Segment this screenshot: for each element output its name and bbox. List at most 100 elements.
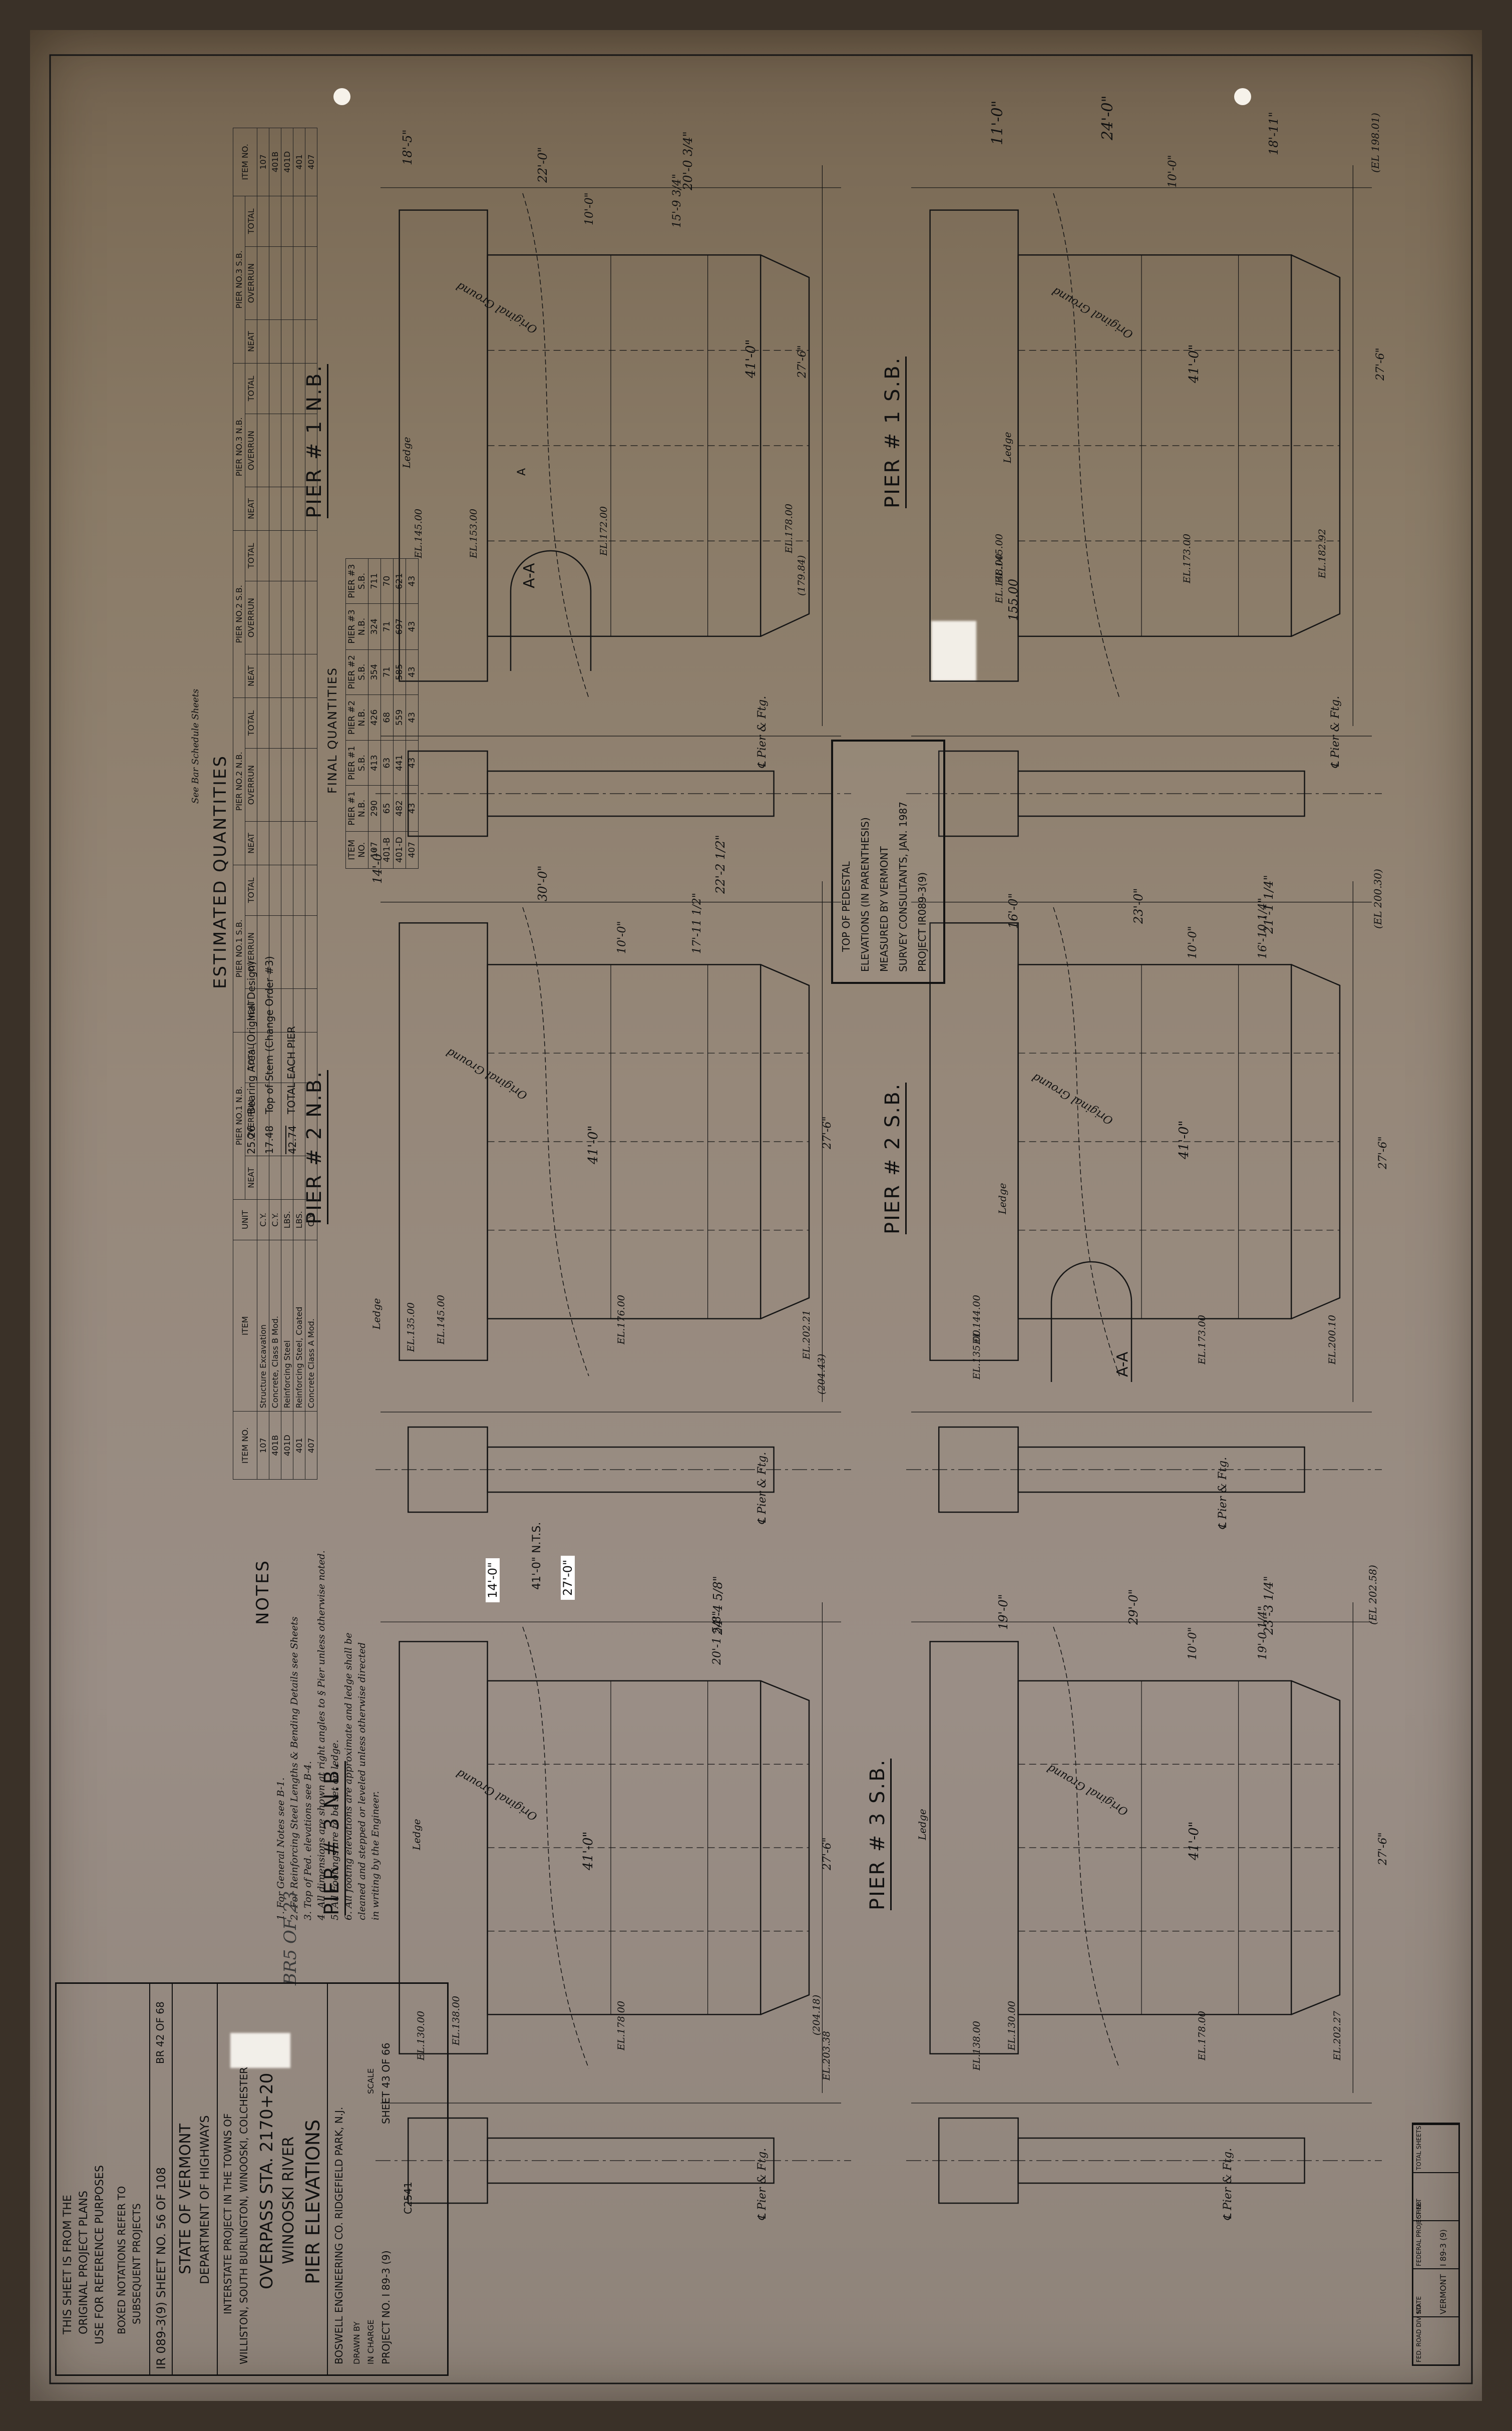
item-number: 107 — [257, 128, 269, 196]
elevation-label: EL.182.92 — [1317, 528, 1328, 578]
original-ground-label: Original Ground — [444, 1045, 530, 1102]
item-unit: LBS. — [281, 1199, 293, 1240]
title-block: THIS SHEET IS FROM THE ORIGINAL PROJECT … — [55, 1982, 449, 2376]
pier-title: PIER # 3 S.B. — [866, 1758, 892, 1910]
federal-box-value: I 89-3 (9) — [1438, 2229, 1448, 2266]
pedestal-elevation: (EL 202.58) — [1367, 1565, 1379, 1625]
item-number: 401D — [281, 128, 293, 196]
quantity-cell — [269, 363, 281, 414]
section-label: A-A — [521, 563, 538, 588]
quantity-cell — [269, 654, 281, 698]
dimension-label: 16'-0" — [1006, 893, 1020, 929]
dimension-label: 155.00 — [1006, 579, 1020, 621]
table-cell: 401-B — [381, 831, 394, 869]
table-header: PIER NO.3 N.B. — [233, 363, 245, 531]
title-rule — [172, 1984, 173, 2374]
pier-centerline-label: ℄ Pier & Ftg. — [756, 1452, 769, 1525]
elevation-label: EL.172.00 — [598, 506, 609, 556]
quantity-cell — [257, 196, 269, 247]
item-description: Reinforcing Steel, Coated — [293, 1240, 305, 1412]
bar-schedule-note: See Bar Schedule Sheets — [190, 688, 201, 804]
dimension-label: 10'-0" — [583, 192, 596, 225]
dimension-label: 10'-0" — [616, 921, 628, 954]
quantity-cell — [293, 196, 305, 247]
table-cell: 43 — [406, 785, 419, 832]
quantity-cell — [281, 530, 293, 581]
quantity-cell — [269, 865, 281, 916]
elevation-label: EL.202.21 — [801, 1309, 812, 1359]
quantity-cell — [269, 915, 281, 989]
original-ground-label: Original Ground — [1050, 284, 1136, 341]
note-line: 5. All Footings are to be set on ledge. — [329, 1740, 340, 1920]
item-unit: C.Y. — [305, 1199, 317, 1240]
table-cell: 407 — [406, 831, 419, 869]
section-a-a-detail — [1050, 1261, 1132, 1382]
elevation-label: EL.173.00 — [1197, 1314, 1208, 1364]
original-ground-label: Original Ground — [454, 279, 540, 336]
table-cell: 290 — [368, 785, 381, 832]
item-number: 401 — [293, 128, 305, 196]
table-cell: 43 — [406, 740, 419, 786]
pier-centerline-label: ℄ Pier & Ftg. — [1217, 1457, 1229, 1530]
quantity-cell — [305, 821, 317, 865]
quantity-cell — [293, 1156, 305, 1200]
ground-line — [522, 1626, 589, 2069]
table-subheader: NEAT — [245, 487, 257, 531]
elevation-label: EL.176.00 — [616, 1294, 627, 1344]
table-subheader: NEAT — [245, 319, 257, 364]
quantity-cell — [257, 1032, 269, 1083]
quantity-cell — [293, 865, 305, 916]
dimension-label: 10'-0" — [1167, 155, 1179, 188]
elevation-label: EL.144.00 — [971, 1294, 982, 1344]
table-cell: 65 — [381, 785, 394, 832]
tape-mark — [230, 2033, 290, 2068]
dimension-label: 18'-5" — [401, 129, 415, 165]
item-number: 401 — [293, 1411, 305, 1480]
dimension-label: 41'-0" — [1187, 1821, 1202, 1860]
quantity-cell — [293, 581, 305, 654]
dimension-label: 27'-0" — [561, 1555, 575, 1600]
elevation-label: EL.138.00 — [971, 2020, 982, 2070]
quantity-cell — [281, 821, 293, 865]
quantity-cell — [281, 915, 293, 989]
table-header: ITEM NO. — [345, 831, 368, 869]
ground-line — [1053, 907, 1120, 1376]
quantity-cell — [281, 246, 293, 320]
federal-box-header: SHEET — [1415, 2198, 1422, 2218]
federal-box-header: TOTAL SHEETS — [1415, 2126, 1422, 2170]
dimension-label: 29'-0" — [1126, 1589, 1141, 1625]
federal-box-cell: SHEET — [1413, 2172, 1458, 2220]
quantity-cell — [305, 865, 317, 916]
quantity-cell — [305, 414, 317, 487]
ledge-label: Ledge — [401, 437, 413, 468]
elevation-label: EL.130.00 — [1006, 2000, 1017, 2050]
elevation-label: EL.145.00 — [436, 1294, 447, 1344]
notes-title: NOTES — [253, 1559, 273, 1625]
quantity-cell — [281, 1156, 293, 1200]
punch-hole — [333, 88, 350, 105]
quantity-cell — [257, 246, 269, 320]
dimension-label: 19'-0 1/4" — [1257, 1606, 1269, 1660]
item-number: 401D — [281, 1411, 293, 1480]
pencil-note: BR5 OF 23 — [280, 1891, 300, 1985]
final-quantities-table: ITEM NO.PIER #1 N.B.PIER #1 S.B.PIER #2 … — [345, 558, 419, 869]
table-subheader: OVERRUN — [245, 414, 257, 487]
quantity-cell — [269, 1083, 281, 1156]
elevation-label: EL.138.00 — [451, 1995, 462, 2045]
table-subheader: OVERRUN — [245, 581, 257, 654]
pier-centerline-label: ℄ Pier & Ftg. — [756, 2148, 769, 2221]
item-number: 407 — [305, 1411, 317, 1480]
table-subheader: NEAT — [245, 654, 257, 698]
table-header: PIER #3 S.B. — [345, 558, 368, 604]
dimension-label: 20'-1 5/8" — [711, 1611, 723, 1665]
pier-title: PIER # 1 S.B. — [881, 356, 907, 508]
quantity-cell — [281, 748, 293, 822]
quantity-cell — [257, 988, 269, 1032]
note-line: ELEVATIONS (IN PARENTHESIS) — [859, 817, 871, 972]
dimension-label: 10'-0" — [1187, 926, 1199, 959]
